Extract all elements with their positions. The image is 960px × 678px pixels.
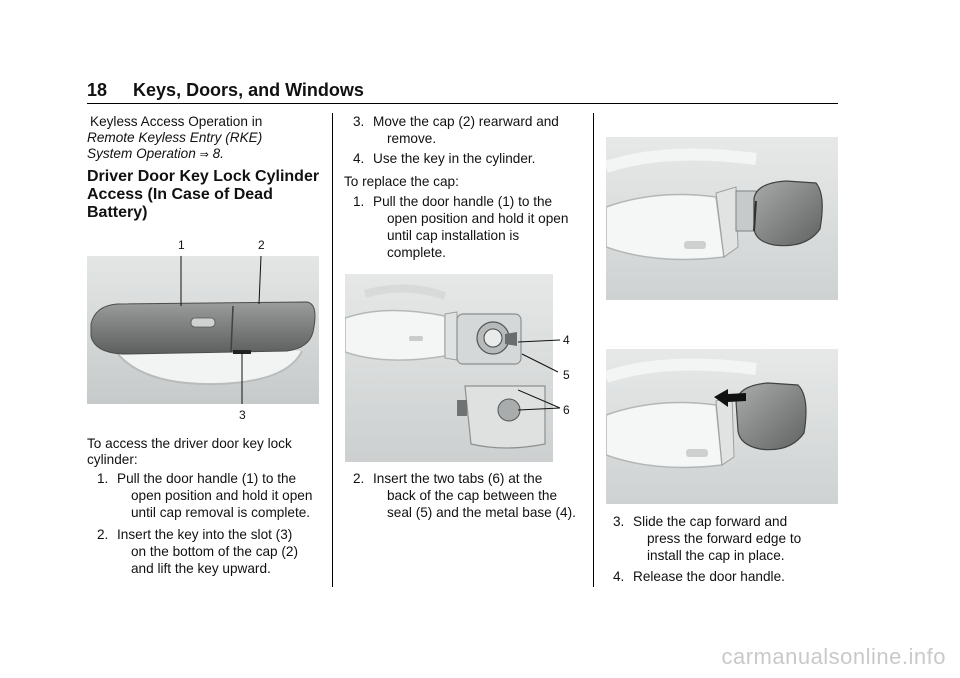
step-text-line: until cap installation is	[387, 228, 520, 243]
step-number: 4.	[613, 569, 625, 584]
step-number: 2.	[97, 527, 109, 542]
step-text-line: remove.	[387, 131, 437, 146]
page-number: 18	[87, 80, 108, 100]
step-text-line: complete.	[387, 245, 446, 260]
step-text-line: Use the key in the cylinder.	[373, 151, 536, 166]
page-ref-number: 8.	[212, 146, 224, 161]
step-text-line: install the cap in place.	[647, 548, 785, 563]
figure2-callout-5: 5	[563, 368, 570, 382]
step-number: 2.	[353, 471, 365, 486]
step-text-line: on the bottom of the cap (2)	[131, 544, 299, 559]
access-intro-line-1: To access the driver door key lock	[87, 436, 292, 451]
figure-cap-removed	[606, 137, 838, 300]
step-text-line: Pull the door handle (1) to the	[117, 471, 297, 486]
step-text-line: open position and hold it open	[387, 211, 569, 226]
replace-cap-label: To replace the cap:	[344, 174, 459, 189]
step-number: 3.	[353, 114, 365, 129]
step-text-line: Pull the door handle (1) to the	[373, 194, 553, 209]
step-text-line: press the forward edge to	[647, 531, 802, 546]
figure2-callout-4: 4	[563, 333, 570, 347]
step-number: 4.	[353, 151, 365, 166]
access-intro-line-2: cylinder:	[87, 452, 138, 467]
step-number: 1.	[97, 471, 109, 486]
chapter-title: Keys, Doors, and Windows	[133, 80, 364, 100]
step-text-line: Insert the key into the slot (3)	[117, 527, 293, 542]
intro-link-text: System Operation	[87, 146, 196, 161]
step-text-line: and lift the key upward.	[131, 561, 271, 576]
intro-line-1: Keyless Access Operation in	[90, 114, 263, 129]
header-rule	[87, 103, 838, 104]
step-text-line: seal (5) and the metal base (4).	[387, 505, 576, 520]
intro-line-2[interactable]: Remote Keyless Entry (RKE)	[87, 130, 263, 145]
step-text-line: until cap removal is complete.	[131, 505, 311, 520]
figure1-callout-2: 2	[258, 238, 265, 252]
figure-cap-slide	[606, 349, 838, 504]
section-heading-line-2: Access (In Case of Dead	[87, 186, 273, 203]
step-text-line: Slide the cap forward and	[633, 514, 788, 529]
page-header: 18 Keys, Doors, and Windows	[87, 80, 364, 101]
step-text-line: open position and hold it open	[131, 488, 313, 503]
section-heading-line-3: Battery)	[87, 204, 148, 221]
step-text-line: back of the cap between the	[387, 488, 558, 503]
step-number: 1.	[353, 194, 365, 209]
step-text-line: Move the cap (2) rearward and	[373, 114, 559, 129]
figure2-callout-6: 6	[563, 403, 570, 417]
watermark-text[interactable]: carmanualsonline.info	[721, 644, 946, 669]
step-text-line: Release the door handle.	[633, 569, 785, 584]
figure-cylinder-seal	[345, 274, 553, 462]
page-ref-icon: ⇒	[199, 149, 209, 161]
step-text-line: Insert the two tabs (6) at the	[373, 471, 543, 486]
figure2-leader-lines	[518, 339, 561, 411]
step-number: 3.	[613, 514, 625, 529]
figure-door-handle	[87, 256, 319, 404]
figure1-callout-1: 1	[178, 238, 185, 252]
intro-line-3[interactable]: System Operation ⇒ 8.	[87, 145, 224, 164]
section-heading-line-1: Driver Door Key Lock Cylinder	[87, 168, 320, 185]
column-divider-2	[593, 113, 594, 587]
column-divider-1	[332, 113, 333, 587]
figure1-callout-3: 3	[239, 408, 246, 422]
